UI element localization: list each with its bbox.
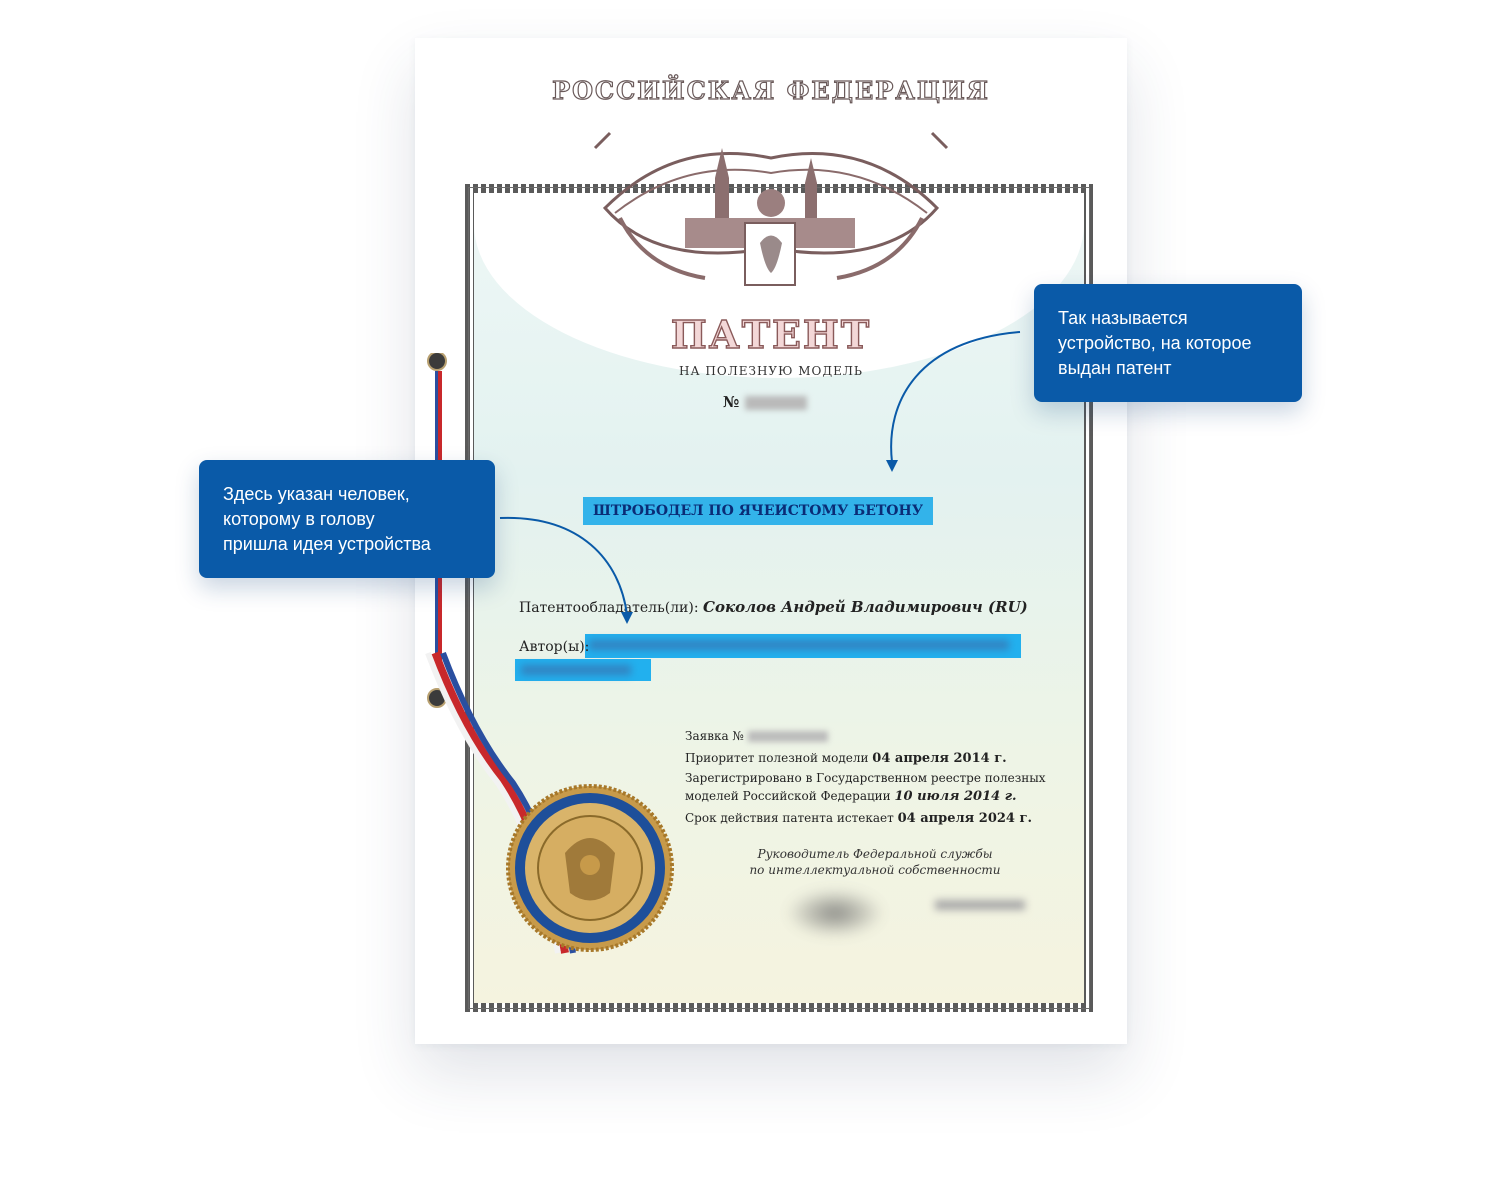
patent-number-redacted: [745, 396, 808, 410]
expiry-date: 04 апреля 2024 г.: [897, 811, 1032, 826]
application-label: Заявка №: [685, 729, 744, 743]
callout-right-line-3: выдан патент: [1058, 358, 1172, 378]
signer-name-redacted: [935, 900, 1025, 910]
application-number-redacted: [747, 731, 828, 742]
priority-label: Приоритет полезной модели: [685, 751, 869, 765]
speck: [827, 868, 829, 870]
registered-date: 10 июля 2014 г.: [894, 789, 1017, 804]
callout-right-line-2: устройство, на которое: [1058, 333, 1252, 353]
kremlin-emblem-icon: [593, 131, 949, 286]
author-label: Автор(ы):: [519, 639, 590, 655]
registered-label-1: Зарегистрировано в Государственном реест…: [685, 771, 1046, 785]
callout-left-line-2: которому в голову: [223, 509, 375, 529]
callout-left-line-3: пришла идея устройства: [223, 534, 431, 554]
model-name-highlight: ШТРОБОДЕЛ ПО ЯЧЕИСТОМУ БЕТОНУ: [583, 497, 934, 525]
official-seal-icon: [506, 784, 674, 952]
priority-date: 04 апреля 2014 г.: [872, 751, 1007, 766]
callout-left-line-1: Здесь указан человек,: [223, 484, 410, 504]
country-title: РОССИЙСКАЯ ФЕДЕРАЦИЯ: [551, 75, 990, 105]
application-line: Заявка №: [685, 726, 828, 746]
expiry-line: Срок действия патента истекает 04 апреля…: [685, 808, 1032, 829]
patent-document: РОССИЙСКАЯ ФЕДЕРАЦИЯ ПАТЕНТ НА ПОЛЕЗНУЮ …: [415, 38, 1127, 1044]
patent-number: №: [723, 393, 808, 411]
priority-line: Приоритет полезной модели 04 апреля 2014…: [685, 748, 1007, 769]
author-redacted-continued: [521, 665, 631, 675]
patent-holder-value: Соколов Андрей Владимирович (RU): [703, 598, 1028, 616]
callout-right-line-1: Так называется: [1058, 308, 1188, 328]
expiry-label: Срок действия патента истекает: [685, 811, 894, 825]
signer-line-1: Руководитель Федеральной службы: [757, 847, 993, 861]
author-redacted: [589, 640, 1009, 650]
signature-redacted: [785, 888, 885, 938]
callout-model-name: Так называется устройство, на которое вы…: [1034, 284, 1302, 402]
patent-subtitle: НА ПОЛЕЗНУЮ МОДЕЛЬ: [679, 364, 863, 378]
patent-title: ПАТЕНТ: [670, 311, 872, 357]
signer-line-2: по интеллектуальной собственности: [749, 863, 1001, 877]
registered-line: Зарегистрировано в Государственном реест…: [685, 768, 1046, 788]
callout-author: Здесь указан человек, которому в голову …: [199, 460, 495, 578]
patent-number-prefix: №: [723, 393, 740, 411]
registered-line-2: моделей Российской Федерации 10 июля 201…: [685, 786, 1017, 807]
registered-label-2: моделей Российской Федерации: [685, 789, 891, 803]
signer-caption: Руководитель Федеральной службы по интел…: [735, 846, 1015, 878]
